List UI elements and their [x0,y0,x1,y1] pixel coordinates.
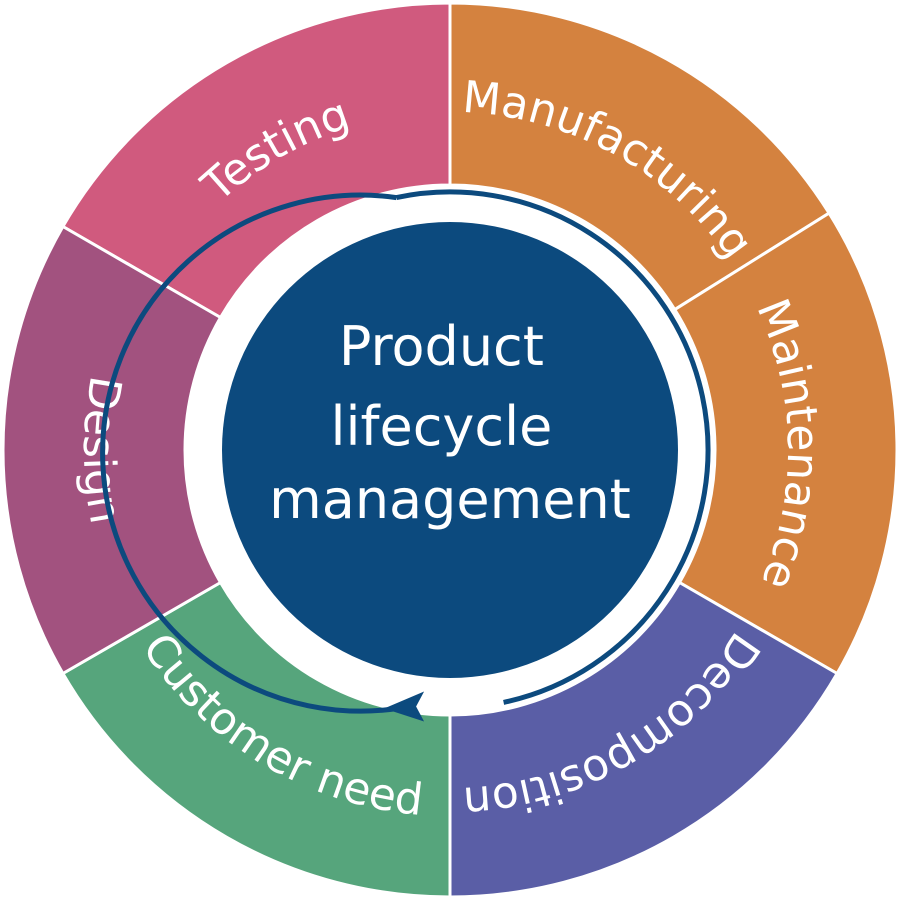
segment-customer-need [60,580,452,899]
cycle-arrow-line [100,189,711,714]
center-line-3: management [269,468,631,531]
segment-maintenance [672,211,899,676]
center-label: Product lifecycle management [269,315,631,531]
cycle-arrowhead-icon [384,691,425,722]
segment-decomposition [448,580,840,899]
center-line-1: Product [339,315,544,378]
center-line-2: lifecycle [331,395,553,458]
segment-testing [60,1,452,320]
segment-manufacturing [448,1,832,312]
center-circle [222,222,678,678]
segment-design [1,224,223,676]
